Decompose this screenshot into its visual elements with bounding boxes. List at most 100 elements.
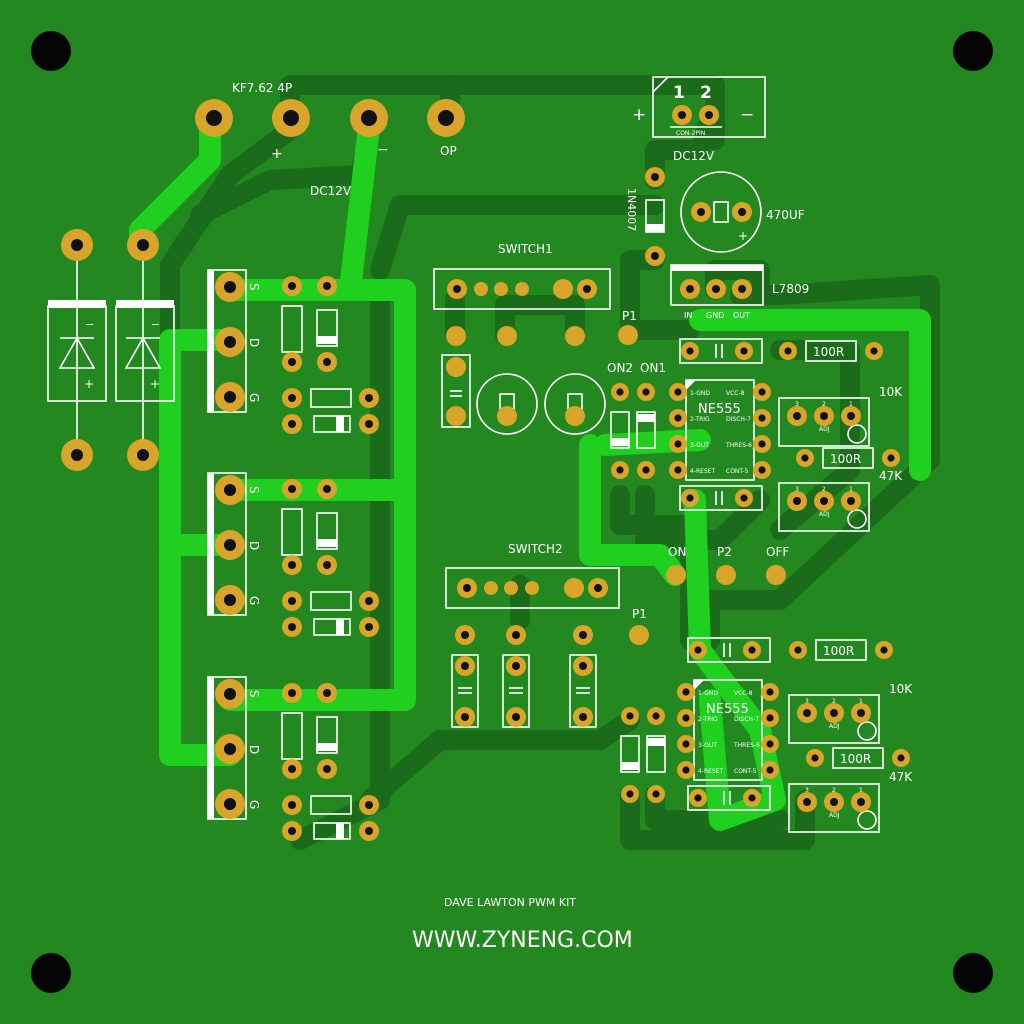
ne555-pin-label: 2-TRIG (698, 716, 718, 723)
pad-hole (288, 827, 296, 835)
zener-band (317, 539, 337, 547)
pad-hole (288, 420, 296, 428)
switch2-pad (484, 581, 498, 595)
terminal-hole-2 (283, 110, 299, 126)
timing-cap-3-outline (544, 373, 606, 435)
pad-hole (682, 688, 690, 696)
gate-diode (313, 822, 351, 840)
regulator-hole-out (738, 285, 746, 293)
capacitor-470uf-plus: + (738, 229, 748, 243)
pad-hole (682, 740, 690, 748)
terminal-plus-label: + (271, 146, 283, 162)
trimmer-pin-label: 2 (822, 486, 826, 493)
pad-hole (758, 414, 766, 422)
gate-resistor-2 (310, 388, 352, 408)
trimmer-10k-label: 10K (879, 385, 903, 399)
pad-hole (758, 440, 766, 448)
switch2-p1-pad (629, 625, 649, 645)
pad-hole (758, 466, 766, 474)
trimmer-pin-label: 2 (822, 401, 826, 408)
regulator-l7809: L7809 IN GND OUT (670, 264, 809, 320)
mosfet-pin-label: G (247, 596, 261, 605)
ne555-pin-label: 4-RESET (690, 468, 716, 475)
gate-diode (313, 415, 351, 433)
pad-hole (820, 412, 828, 420)
resistor-100r-outline (822, 447, 874, 469)
pad-hole (847, 412, 855, 420)
capacitor-470uf-label: 470UF (766, 208, 805, 222)
diode-band-right (116, 300, 174, 308)
pad-hole (766, 740, 774, 748)
pad-hole (288, 597, 296, 605)
pad-hole (793, 497, 801, 505)
pad-hole (461, 713, 469, 721)
trimmer-47k-label: 47K (879, 469, 903, 483)
pad-hole (323, 485, 331, 493)
switch1-pad (474, 282, 488, 296)
mounting-hole-tl (31, 31, 71, 71)
terminal-hole-3 (361, 110, 377, 126)
trimmer-pot-outline (788, 694, 880, 744)
timing-cap (569, 625, 597, 728)
gate-resistor-2 (310, 795, 352, 815)
power-hole-1 (678, 111, 686, 119)
pad-hole (674, 388, 682, 396)
bridge-diodes: − − + + (47, 229, 175, 471)
pad-hole (224, 281, 236, 293)
pad-hole (793, 412, 801, 420)
steering-diode (636, 411, 656, 449)
pad-hole (616, 466, 624, 474)
timing-cap (502, 625, 530, 728)
mosfet-pin-label: S (247, 283, 261, 291)
timing-cap-2-pad-top (497, 326, 517, 346)
ne555-pin-label: 2-TRIG (690, 416, 710, 423)
pad-hole (224, 688, 236, 700)
ne555-pin-label: THRES-6 (733, 742, 760, 749)
trimmer-adj-label: ADJ (829, 723, 840, 730)
power-pin2-label: 2 (700, 83, 712, 103)
pad-hole (288, 282, 296, 290)
ne555-outline (693, 679, 763, 781)
steering-diode-band (621, 762, 639, 770)
website-label: WWW.ZYNENG.COM (412, 928, 633, 953)
terminal-hole-4 (438, 110, 454, 126)
switch2-outline (445, 567, 620, 609)
timing-cap-3-pad-bottom (565, 406, 585, 426)
steering-diode (620, 735, 640, 773)
pad-hole (512, 713, 520, 721)
pad-hole (288, 689, 296, 697)
gate-diode (313, 618, 351, 636)
terminal-minus-label: − (377, 142, 389, 158)
pad-hole (365, 597, 373, 605)
diode-hole (137, 239, 149, 251)
gate-diode-band (336, 416, 344, 432)
pad-hole (803, 798, 811, 806)
trimmer-pot-outline (788, 783, 880, 833)
trimmer-pin-label: 1 (849, 486, 853, 493)
ne555-pin-label: 1-GND (698, 690, 718, 697)
trimmer-pin-label: 1 (859, 698, 863, 705)
pad-hole (857, 798, 865, 806)
switch1-label: SWITCH1 (498, 242, 553, 256)
capacitor-470uf-symbol (713, 201, 729, 223)
bypass-cap-outline (687, 785, 771, 811)
regulator-tab (671, 265, 763, 271)
pad-hole (288, 485, 296, 493)
regulator-gnd-label: GND (706, 311, 724, 320)
zener-band (317, 743, 337, 751)
pad-hole (461, 662, 469, 670)
steering-diode-band (611, 438, 629, 446)
timing-cap-3-pad-top (565, 326, 585, 346)
ne555-label: NE555 (706, 702, 749, 717)
trimmer-adj-label: ADJ (819, 511, 830, 518)
terminal-hole-1 (206, 110, 222, 126)
pad-hole (461, 631, 469, 639)
ne555-pin-label: VCC-8 (726, 390, 745, 397)
mounting-hole-br (953, 953, 993, 993)
power-connector-outline (652, 76, 766, 138)
capacitor-470uf-hole-1 (697, 208, 705, 216)
terminal-block: KF7.62 4P + − OP DC12V (195, 81, 465, 198)
